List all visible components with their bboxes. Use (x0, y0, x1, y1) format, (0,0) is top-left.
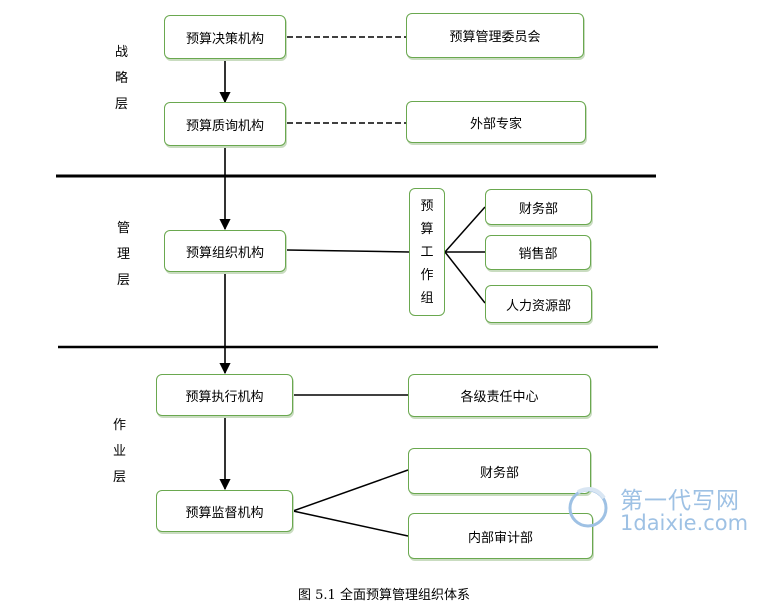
figure-caption: 图 5.1 全面预算管理组织体系 (298, 588, 470, 603)
node-responsibility-centers: 各级责任中心 (408, 374, 591, 417)
layer-label-management: 管 理 层 (117, 221, 131, 288)
node-budget-organize: 预算组织机构 (164, 230, 286, 272)
watermark-logo-icon (568, 487, 608, 528)
watermark-text-url: 1daixie.com (620, 511, 749, 535)
link-organize-workgroup (286, 249, 410, 253)
link-supervise-finance (292, 469, 409, 512)
node-budget-workgroup: 预 算 工 作 组 (409, 188, 445, 316)
node-finance-dept-2: 财务部 (408, 448, 591, 494)
link-workgroup-hr (444, 251, 486, 304)
node-budget-execute: 预算执行机构 (156, 374, 293, 416)
layer-label-operation: 作 业 层 (113, 418, 127, 485)
node-external-experts: 外部专家 (406, 101, 586, 143)
link-workgroup-finance (444, 206, 486, 253)
node-budget-decision: 预算决策机构 (164, 15, 286, 59)
node-budget-supervise: 预算监督机构 (156, 490, 293, 532)
node-hr-dept: 人力资源部 (485, 285, 592, 323)
node-budget-committee: 预算管理委员会 (406, 13, 584, 58)
watermark-text-cn: 第一代写网 (620, 488, 740, 514)
node-sales-dept: 销售部 (485, 235, 591, 270)
node-internal-audit: 内部审计部 (408, 513, 593, 559)
node-finance-dept-1: 财务部 (485, 189, 592, 225)
layer-label-strategy: 战 略 层 (115, 45, 129, 112)
node-budget-consult: 预算质询机构 (164, 102, 286, 146)
link-supervise-audit (292, 510, 409, 537)
